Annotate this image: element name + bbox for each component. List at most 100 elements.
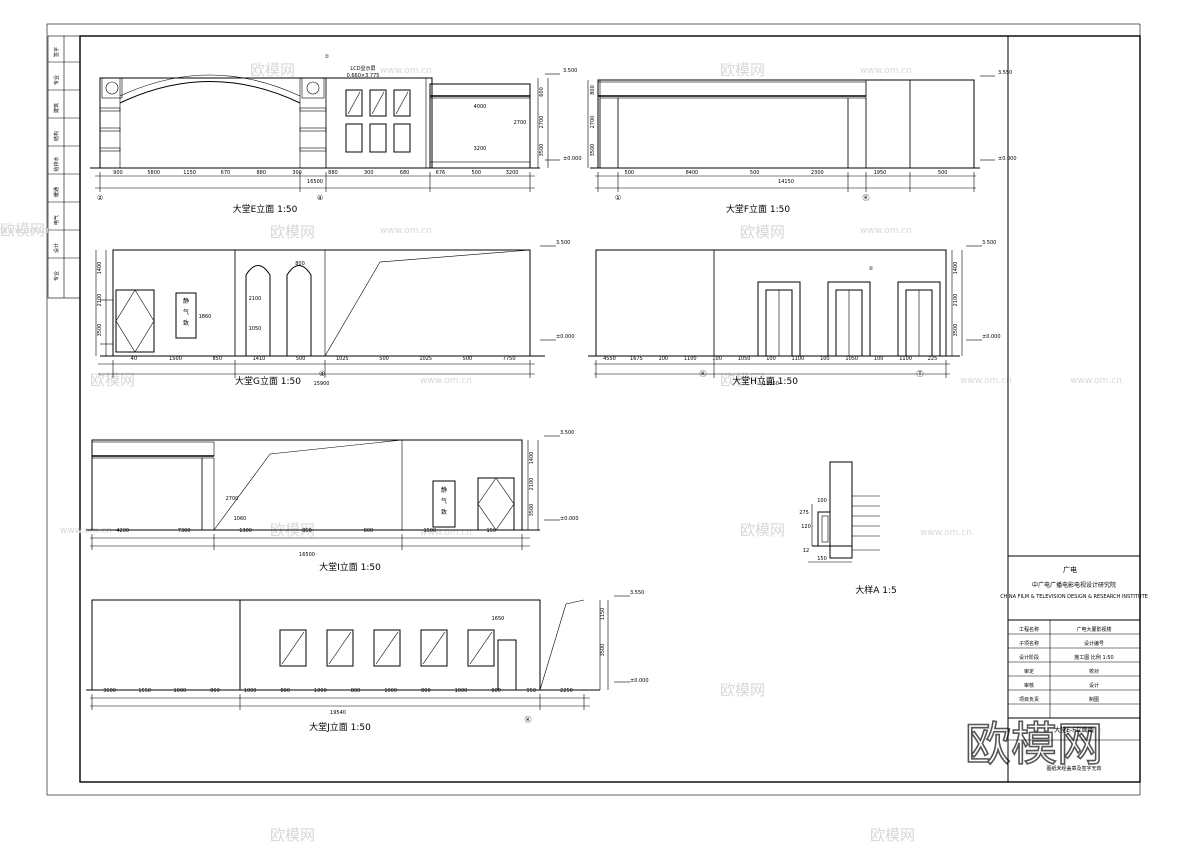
height-dimension: 2100 <box>97 294 103 307</box>
elevation-j <box>86 595 630 710</box>
height-dimension: 2100 <box>529 478 535 491</box>
company-name-en: CHINA FILM & TELEVISION DESIGN & RESEARC… <box>1000 594 1148 600</box>
dimension-label: 800 <box>421 688 431 694</box>
inline-note: 1860 <box>199 314 212 320</box>
grid-bubble: ① <box>615 194 621 202</box>
height-dimension: 3500 <box>600 644 606 657</box>
dimension-label: 1050 <box>738 356 751 362</box>
outer-frame <box>46 23 1141 796</box>
height-dimension: 3500 <box>97 324 103 337</box>
dimension-label: 7750 <box>503 356 516 362</box>
titleblock-key: 子项名称 <box>1019 640 1039 647</box>
strip-label: 专业 <box>53 271 60 281</box>
total-dimension: 13350 <box>763 381 779 387</box>
grid-bubble: Ⓚ <box>525 716 532 724</box>
strip-label: 暖通 <box>53 187 60 197</box>
dimension-label: 680 <box>400 170 410 176</box>
dimension-label: 1000 <box>455 688 468 694</box>
total-dimension: 16500 <box>299 552 315 558</box>
inline-note: 4000 <box>474 104 487 110</box>
inner-frame <box>79 35 1141 783</box>
grid-bubble: ④ <box>317 194 323 202</box>
inline-note: ① <box>325 54 330 60</box>
elevation-title: 大堂J立面 1:50 <box>309 721 371 733</box>
svg-text:静: 静 <box>183 297 189 305</box>
dimension-label: 100 <box>874 356 884 362</box>
total-dimension: 14150 <box>778 179 794 185</box>
level-mark: 3.500 <box>556 240 570 246</box>
dimension-label: 850 <box>212 356 222 362</box>
total-dimension: 15900 <box>314 381 330 387</box>
inline-note: LCD显示屏 <box>350 66 375 72</box>
elevation-title: 大堂E立面 1:50 <box>233 203 298 215</box>
dimension-label: 880 <box>256 170 266 176</box>
detail-title: 大样A 1:5 <box>855 584 897 596</box>
svg-text:致: 致 <box>441 508 447 516</box>
detail-a <box>808 461 880 563</box>
inline-note: 2100 <box>249 296 262 302</box>
watermark-text: 欧模网 <box>870 826 915 843</box>
level-mark: 3.550 <box>630 590 644 596</box>
height-dimension: 3500 <box>529 504 535 517</box>
dimension-label: 1675 <box>630 356 643 362</box>
elevation-e <box>90 73 560 192</box>
watermark-url: www.om.cn <box>420 528 472 538</box>
dimension-label: 3600 <box>103 688 116 694</box>
strip-label: 设计 <box>53 243 60 253</box>
grid-bubble: ④ <box>319 370 325 378</box>
level-mark: 3.500 <box>563 68 577 74</box>
svg-text:致: 致 <box>183 319 189 327</box>
level-mark: ±0.000 <box>556 334 575 340</box>
height-dimension: 1400 <box>529 452 535 465</box>
dimension-label: 1025 <box>336 356 349 362</box>
inline-note: 2700 <box>226 496 239 502</box>
dimension-label: 800 <box>491 688 501 694</box>
grid-bubble: Ⓣ <box>917 370 924 378</box>
titleblock-value: 设计编号 <box>1084 640 1104 647</box>
inline-note: ② <box>869 266 874 272</box>
dimension-label: 100 <box>712 356 722 362</box>
dimension-label: 500 <box>463 356 473 362</box>
dimension-label: 676 <box>436 170 446 176</box>
dimension-label: 100 <box>820 356 830 362</box>
titleblock-value: 广电大厦影视楼 <box>1076 626 1111 633</box>
dimension-label: 2250 <box>560 688 573 694</box>
dimension-label: 900 <box>113 170 123 176</box>
elevation-g: 静 气 致 <box>95 245 556 378</box>
dimension-label: 500 <box>938 170 948 176</box>
elevation-i: 静 气 致 <box>86 435 560 550</box>
dimension-label: 800 <box>364 528 374 534</box>
title-block <box>1007 36 1140 782</box>
dimension-label: 3200 <box>506 170 519 176</box>
inline-note: 0.660×3.775 <box>347 73 380 79</box>
dimension-label: 40 <box>131 356 137 362</box>
elevation-h <box>588 245 982 378</box>
elevation-title: 大堂F立面 1:50 <box>726 203 791 215</box>
dimension-label: 500 <box>471 170 481 176</box>
dimension-label: 500 <box>296 356 306 362</box>
dimension-label: 670 <box>221 170 231 176</box>
titleblock-notes: 图纸未经盖章及签字无效 <box>1046 765 1101 772</box>
watermark-text: 欧模网 <box>740 223 785 241</box>
dimension-label: 1300 <box>239 528 252 534</box>
dimension-label: 1500 <box>169 356 182 362</box>
watermark-url: www.om.cn <box>920 528 972 538</box>
detail-dimension: 100 <box>817 498 827 504</box>
watermark-corner-logo: 欧模网 <box>965 717 1103 771</box>
height-dimension: 800 <box>590 85 596 95</box>
watermark-url: www.om.cn <box>380 226 432 236</box>
dimension-label: 300 <box>292 170 302 176</box>
height-dimension: 3500 <box>953 324 959 337</box>
height-dimension: 3500 <box>539 144 545 157</box>
watermark-layer: 欧模网欧模网欧模网欧模网欧模网欧模网欧模网欧模网欧模网欧模网欧模网欧模网www.… <box>0 61 1122 843</box>
titleblock-value: 施工图 比例 1:50 <box>1074 654 1113 661</box>
watermark-text: 欧模网 <box>720 371 765 389</box>
height-dimension: 600 <box>539 87 545 97</box>
watermark-url: www.om.cn <box>1070 376 1122 386</box>
height-dimension: 2700 <box>539 116 545 129</box>
level-mark: ±0.000 <box>630 678 649 684</box>
dimension-label: 100 <box>659 356 669 362</box>
drawing-title: 大堂E-F立面图 <box>1054 726 1093 734</box>
